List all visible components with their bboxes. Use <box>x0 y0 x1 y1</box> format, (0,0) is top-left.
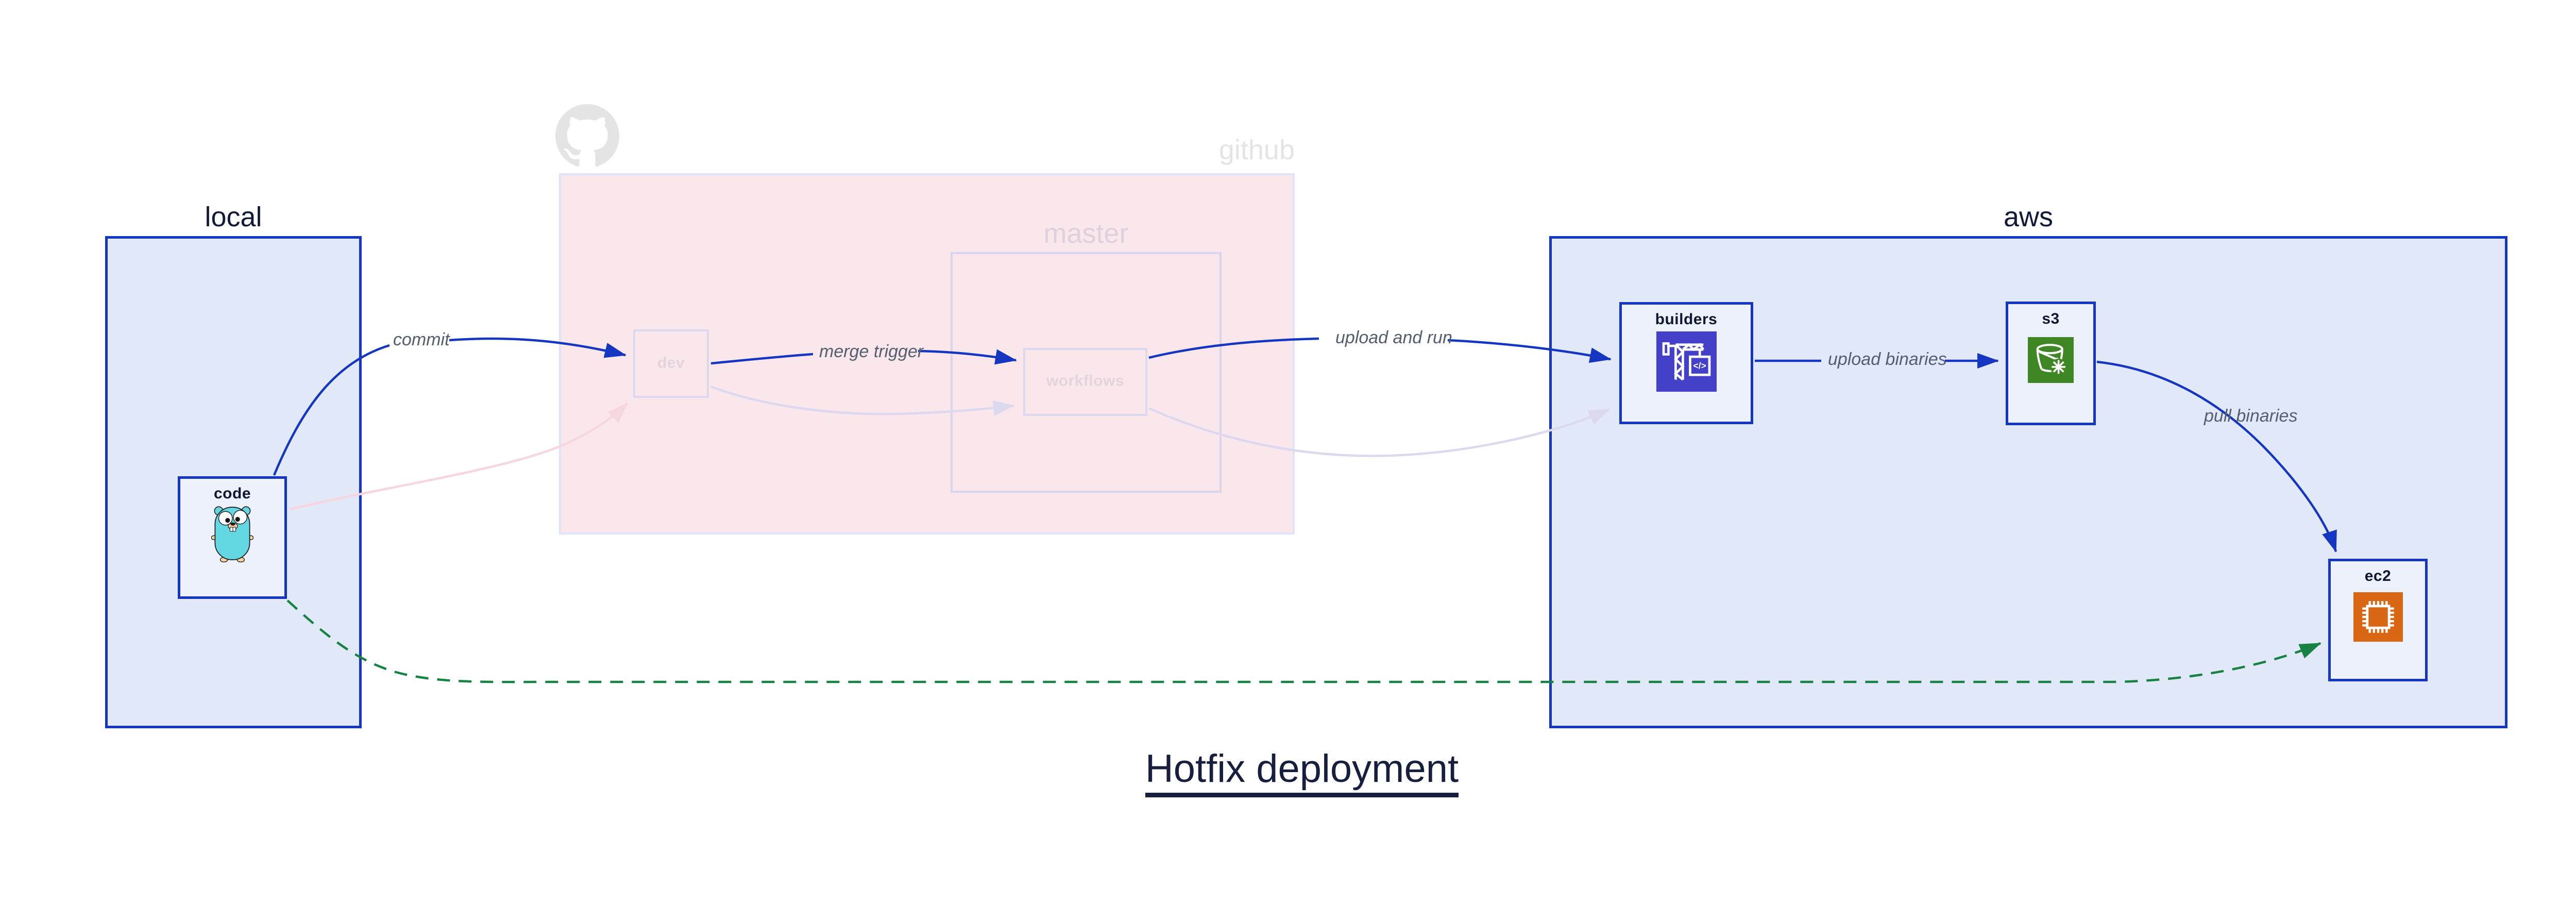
edge-label-upload-and-run: upload and run <box>1335 328 1452 347</box>
edge-upload-and-run-b <box>1447 339 1612 363</box>
node-ec2: ec2 <box>2328 559 2428 681</box>
container-aws-label: aws <box>2003 202 2054 232</box>
node-s3: s3 <box>2006 302 2096 425</box>
edge-label-pull-binaries: pull binaries <box>2204 406 2298 426</box>
diagram-title-text: Hotfix deployment <box>1145 747 1459 797</box>
container-github-label: github <box>1218 135 1295 165</box>
edge-faded-merge <box>710 385 1015 416</box>
edge-pull-binaries <box>2096 360 2337 553</box>
container-local-label: local <box>205 202 262 232</box>
node-dev-label: dev <box>657 354 685 371</box>
node-code: code <box>178 476 287 599</box>
edge-faded-commit <box>289 402 629 511</box>
edge-label-commit: commit <box>393 330 450 349</box>
s3-bucket-icon <box>2028 337 2074 383</box>
edge-label-upload-binaries: upload binaries <box>1828 349 1947 369</box>
edge-hotfix-pull <box>286 599 2321 683</box>
node-s3-label: s3 <box>2042 310 2060 327</box>
edge-merge-trigger-b <box>918 349 1017 365</box>
node-workflows-label: workflows <box>1046 372 1125 390</box>
node-builders-label: builders <box>1655 311 1718 328</box>
edge-upload-and-run-a <box>1148 337 1319 359</box>
go-gopher-icon <box>211 506 253 562</box>
node-builders: builders </> <box>1619 302 1753 424</box>
node-dev: dev <box>633 329 709 398</box>
edge-faded-upload <box>1148 407 1611 457</box>
diagram-title: Hotfix deployment <box>0 746 2576 797</box>
github-octocat-icon <box>555 104 619 166</box>
node-code-label: code <box>213 485 251 502</box>
ec2-chip-icon <box>2353 592 2403 642</box>
container-master <box>951 252 1222 493</box>
svg-text:</>: </> <box>1693 361 1706 371</box>
edge-commit-a <box>273 344 390 476</box>
edge-merge-trigger-a <box>710 353 814 365</box>
container-master-label: master <box>1043 218 1129 249</box>
node-workflows: workflows <box>1023 348 1147 416</box>
edge-label-merge-trigger: merge trigger <box>819 342 924 361</box>
node-ec2-label: ec2 <box>2364 567 2392 584</box>
codebuild-crane-icon: </> <box>1656 331 1717 392</box>
edge-commit-b <box>449 337 626 358</box>
